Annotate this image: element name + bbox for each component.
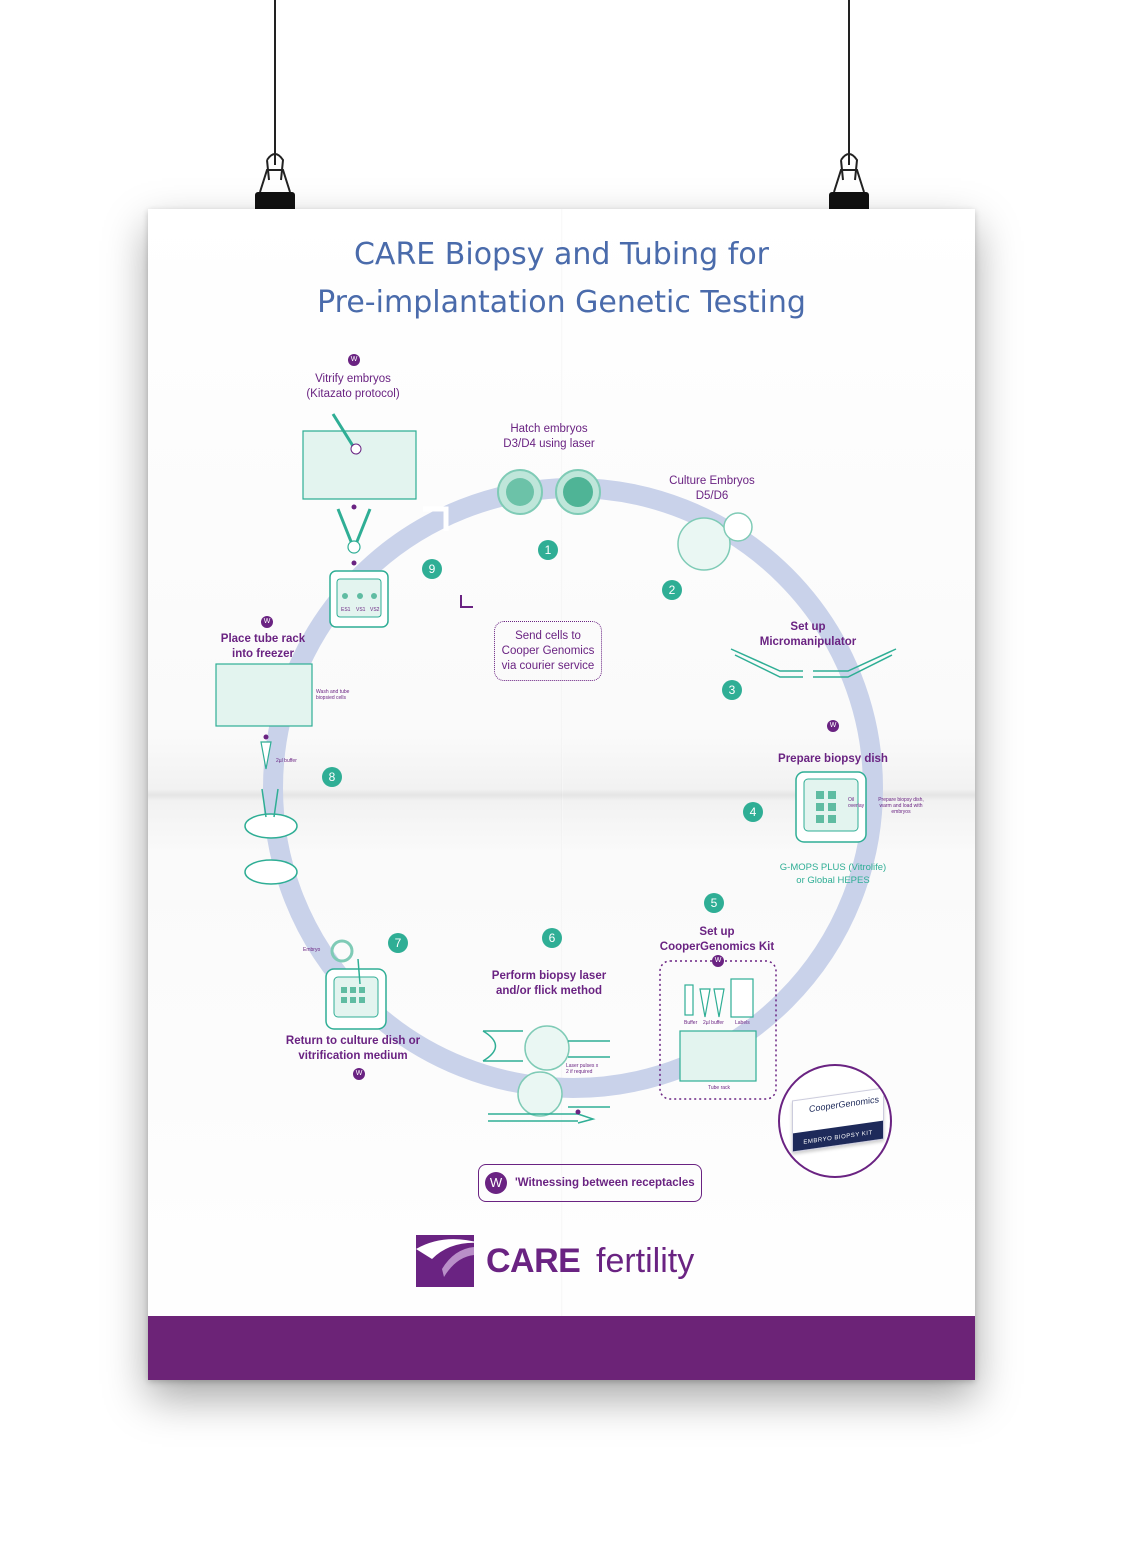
step-5-number: 5	[704, 893, 724, 913]
embryo-label: Embryo	[303, 947, 333, 953]
es1-label: ES1	[341, 607, 350, 613]
step-1-number: 1	[538, 540, 558, 560]
step-3-number: 3	[722, 680, 742, 700]
witness-legend-text: 'Witnessing between receptacles	[515, 1177, 695, 1189]
step-8-number: 8	[322, 767, 342, 787]
kit-product-image: CooperGenomics EMBRYO BIOPSY KIT	[778, 1064, 892, 1178]
kit-buffer-label: Buffer	[684, 1020, 704, 1026]
step-7-number: 7	[388, 933, 408, 953]
witness-badge-step-8: W	[261, 616, 273, 628]
step-4-number: 4	[743, 802, 763, 822]
media-label: G-MOPS PLUS (Vitrolife)or Global HEPES	[758, 861, 908, 887]
footer-band	[148, 1316, 975, 1380]
vs2-label: VS2	[370, 607, 379, 613]
kit-box-illustration: CooperGenomics EMBRYO BIOPSY KIT	[792, 1088, 884, 1153]
step-6-number: 6	[542, 928, 562, 948]
vitrification-dish-icon	[330, 571, 388, 627]
step-4-label: Prepare biopsy dish	[758, 752, 908, 767]
buffer-2ul-label: 2µl buffer	[276, 758, 306, 764]
logo-fertility-text: fertility	[596, 1242, 694, 1281]
laser-pulses-note: Laser pulses x 2 if required	[566, 1063, 602, 1075]
care-fertility-logo: CARE fertility	[414, 1227, 714, 1287]
ring-arrow-inner-icon	[461, 595, 473, 607]
send-cells-box: Send cells to Cooper Genomics via courie…	[494, 621, 602, 681]
vs1-label: VS1	[356, 607, 365, 613]
witness-legend-icon: W	[485, 1172, 507, 1194]
witness-badge-step-9: W	[348, 354, 360, 366]
logo-care-text: CARE	[486, 1242, 580, 1281]
poster: CARE Biopsy and Tubing for Pre-implantat…	[148, 209, 975, 1380]
kit-brand: CooperGenomics	[809, 1094, 879, 1114]
kit-labels-label: Labels	[735, 1020, 755, 1026]
witness-legend: W 'Witnessing between receptacles	[478, 1164, 702, 1202]
witness-badge-step-7: W	[353, 1068, 365, 1080]
oil-overlay-label: Oil overlay	[848, 797, 866, 809]
kit-2ul-label: 2µl buffer	[703, 1020, 729, 1026]
kit-tube-rack-icon	[680, 1031, 756, 1081]
step-9-number: 9	[422, 559, 442, 579]
right-hanging-wire	[848, 0, 850, 165]
care-logo-mark-icon	[414, 1229, 480, 1289]
left-hanging-wire	[274, 0, 276, 165]
witness-badge-step-4: W	[827, 720, 839, 732]
step-2-number: 2	[662, 580, 682, 600]
step-9-label: Vitrify embryos(Kitazato protocol)	[268, 372, 438, 402]
prepare-dish-note: Prepare biopsy dish, warm and load with …	[876, 797, 926, 815]
witness-badge-step-5: W	[712, 955, 724, 967]
wash-tube-note: Wash and tube biopsied cells	[316, 689, 356, 701]
tube-rack-label: Tube rack	[708, 1085, 738, 1091]
kit-tubes-icon	[685, 979, 753, 1017]
micromanipulator-icon	[731, 649, 896, 677]
witness-dots	[264, 505, 581, 1115]
freezer-tube-rack-icon	[216, 664, 312, 726]
